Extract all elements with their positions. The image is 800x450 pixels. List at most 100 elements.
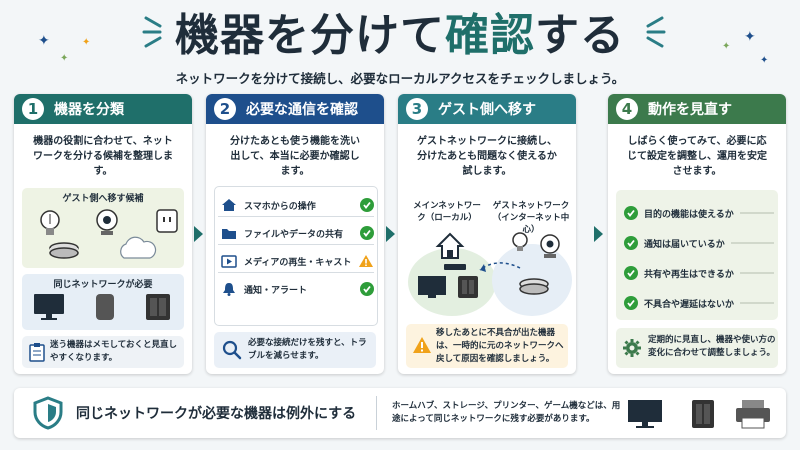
review-label: 共有や再生はできるか [644, 269, 734, 280]
local-devices-illustration [34, 294, 170, 320]
printer-icon [736, 400, 770, 429]
warning-icon [413, 337, 431, 353]
step-heading: ゲスト側へ移す [438, 102, 536, 118]
check-icon [624, 236, 638, 250]
divider [376, 396, 377, 430]
camera-icon [540, 234, 560, 258]
title-text: する [535, 10, 625, 61]
feature-label: メディアの再生・キャスト [244, 257, 352, 268]
search-icon [222, 340, 242, 360]
review-label: 通知は届いているか [644, 239, 725, 250]
step-header: 2 必要な通信を確認 [206, 94, 384, 124]
storage-icon [146, 294, 170, 320]
title-text: 機器を分けて [175, 10, 445, 61]
feature-label: スマホからの操作 [244, 201, 316, 212]
tip-text: 定期的に見直し、機器や使い方の変化に合わせて調整しましょう。 [648, 335, 776, 358]
cloud-icon [120, 236, 157, 259]
panel-label: 同じネットワークが必要 [53, 280, 153, 290]
sparkle-icon: ✦ [722, 41, 731, 52]
storage-icon [692, 400, 714, 428]
monitor-icon [628, 400, 662, 428]
step-number: 2 [214, 98, 236, 120]
tip-text: 移したあとに不具合が出た機器は、一時的に元のネットワークへ戻して原因を確認しまし… [436, 328, 564, 364]
tip-panel: 必要な接続だけを残すと、トラブルを減らせます。 [214, 332, 376, 368]
feature-label: 通知・アラート [244, 285, 308, 296]
step-header: 4 動作を見直す [608, 94, 786, 124]
step-heading: 必要な通信を確認 [246, 102, 358, 118]
step-number: 3 [406, 98, 428, 120]
review-checklist-panel [616, 190, 778, 320]
light-bulb-icon [40, 210, 60, 235]
step-description: ゲストネットワークに接続し、分けたあとも問題なく使えるか試します。 [417, 136, 557, 177]
review-item: 不具合や遅延はないか [624, 292, 774, 314]
router-icon [444, 264, 466, 270]
tip-panel: 迷う機器はメモしておくと見直しやすくなります。 [22, 336, 184, 368]
home-icon [222, 199, 236, 211]
tip-text: 迷う機器はメモしておくと見直しやすくなります。 [50, 340, 177, 363]
banner-heading: 同じネットワークが必要な機器は例外にする [76, 406, 357, 422]
smart-hub-icon [519, 278, 549, 295]
step-number: 1 [22, 98, 44, 120]
main-network-label: メインネットワーク（ローカル） [413, 201, 481, 223]
step-card-1: 1 機器を分類 機器の役割に合わせて、ネットワークを分ける候補を整理します。 ゲ… [14, 94, 192, 374]
arrow-icon [386, 226, 395, 242]
step-heading: 動作を見直す [648, 102, 732, 118]
same-network-panel: 同じネットワークが必要 [22, 274, 184, 330]
burst-lines-icon [646, 16, 666, 48]
review-item: 目的の機能は使えるか [624, 202, 774, 224]
tip-panel: 移したあとに不具合が出た機器は、一時的に元のネットワークへ戻して原因を確認しまし… [406, 324, 568, 368]
camera-icon [96, 209, 118, 235]
review-label: 不具合や遅延はないか [644, 299, 735, 310]
guest-devices-illustration [40, 209, 178, 259]
step-card-4: 4 動作を見直す しばらく使ってみて、必要に応じて設定を調整し、運用を安定させま… [608, 94, 786, 374]
folder-icon [222, 229, 236, 239]
check-icon [624, 266, 638, 280]
review-item: 共有や再生はできるか [624, 262, 774, 284]
step-card-2: 2 必要な通信を確認 分けたあとも使う機能を洗い出して、本当に必要か確認します。… [206, 94, 384, 374]
gear-icon [623, 339, 641, 357]
step-card-3: 3 ゲスト側へ移す ゲストネットワークに接続し、分けたあとも問題なく使えるか試し… [398, 94, 576, 374]
page-subtitle: ネットワークを分けて接続し、必要なローカルアクセスをチェックしましょう。 [175, 71, 625, 86]
smart-hub-icon [49, 242, 79, 259]
guest-candidates-panel: ゲスト側へ移す候補 [22, 188, 184, 268]
review-label: 目的の機能は使えるか [644, 209, 734, 220]
check-icon [624, 206, 638, 220]
feature-item: スマホからの操作 [218, 194, 374, 217]
step-description: 分けたあとも使う機能を洗い出して、本当に必要か確認します。 [230, 136, 360, 177]
arrow-icon [594, 226, 603, 242]
feature-item: メディアの再生・キャスト [218, 250, 374, 273]
step-header: 3 ゲスト側へ移す [398, 94, 576, 124]
step-heading: 機器を分類 [54, 102, 124, 118]
check-icon [360, 198, 374, 212]
check-icon [360, 282, 374, 296]
sparkle-icon: ✦ [38, 33, 50, 49]
check-icon [624, 296, 638, 310]
check-icon [360, 226, 374, 240]
tip-panel: 定期的に見直し、機器や使い方の変化に合わせて調整しましょう。 [616, 328, 778, 368]
page-title: 機器を分けて確認する [0, 8, 800, 64]
light-bulb-icon [512, 232, 528, 251]
feature-item: ファイルやデータの共有 [218, 222, 374, 245]
guest-network-label: ゲストネットワーク（インターネット中心） [492, 201, 570, 235]
sparkle-icon: ✦ [744, 29, 756, 45]
play-icon [221, 255, 237, 268]
home-icon [435, 232, 465, 259]
tv-icon [418, 276, 446, 298]
shield-icon [33, 396, 63, 430]
clipboard-icon [29, 343, 45, 362]
sparkle-icon: ✦ [760, 55, 769, 66]
feature-item: 通知・アラート [218, 278, 374, 300]
burst-lines-icon [142, 16, 162, 48]
main-network-area [408, 248, 496, 316]
arrow-icon [194, 226, 203, 242]
step-header: 1 機器を分類 [14, 94, 192, 124]
step-number: 4 [616, 98, 638, 120]
feature-label: ファイルやデータの共有 [244, 229, 344, 240]
speaker-icon [96, 294, 114, 320]
step-description: 機器の役割に合わせて、ネットワークを分ける候補を整理します。 [33, 136, 173, 177]
title-highlight: 確認 [445, 10, 535, 61]
smart-plug-icon [156, 209, 178, 233]
banner-text: ホームハブ、ストレージ、プリンター、ゲーム機などは、用途によって同じネットワーク… [392, 401, 621, 424]
bell-icon [223, 283, 235, 296]
panel-label: ゲスト側へ移す候補 [62, 194, 144, 204]
